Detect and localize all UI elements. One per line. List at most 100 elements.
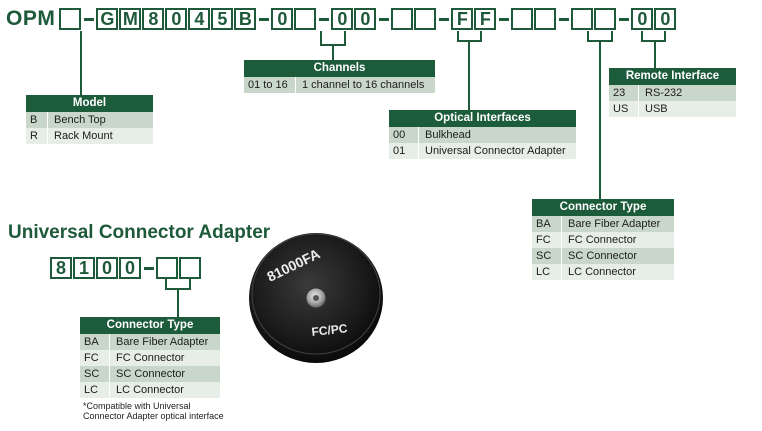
connector-line — [480, 31, 482, 41]
optical-interfaces-table: Optical Interfaces 00 Bulkhead 01 Universal… — [389, 110, 576, 159]
table-title: Channels — [244, 60, 435, 77]
channel-box-empty — [294, 8, 317, 30]
dash — [319, 17, 330, 21]
dash — [559, 17, 570, 21]
remote-box-2 — [594, 8, 617, 30]
connector-line — [654, 40, 656, 68]
option-code: US — [609, 101, 639, 117]
table-title: Optical Interfaces — [389, 110, 576, 127]
connector-line — [641, 40, 666, 42]
option-description: Universal Connector Adapter — [425, 145, 566, 157]
option-code: LC — [80, 382, 110, 398]
adapter-heading: Universal Connector Adapter — [8, 222, 271, 243]
option-code: SC — [80, 366, 110, 382]
code-char-box: 0 — [331, 8, 354, 30]
option-description: USB — [645, 103, 668, 115]
connector-line — [177, 288, 179, 317]
option-code: R — [26, 128, 48, 144]
connector-line — [664, 31, 666, 41]
code-char-box: 0 — [354, 8, 377, 30]
code-char-box: 0 — [96, 257, 118, 279]
connector-line — [599, 40, 601, 199]
note-line-1: Compatible with Universal — [86, 401, 191, 411]
option-code: 00 — [389, 127, 419, 143]
connector-box-2 — [534, 8, 557, 30]
dash — [379, 17, 390, 21]
dash — [144, 266, 154, 270]
connector-adapter-image: 81000FA FC/PC — [249, 233, 383, 363]
connector-line — [641, 31, 643, 41]
option-description: Bulkhead — [425, 129, 471, 141]
optical-box-2 — [414, 8, 437, 30]
connector-line — [165, 279, 167, 289]
code-char-box: M — [119, 8, 142, 30]
code-char-box: 8 — [50, 257, 72, 279]
code-char-box: 0 — [654, 8, 677, 30]
connector-line — [468, 40, 470, 110]
option-description: Bare Fiber Adapter — [116, 336, 209, 348]
code-char-box: F — [474, 8, 497, 30]
code-char-box: 0 — [631, 8, 654, 30]
code-char-box: B — [234, 8, 257, 30]
code-char-box: 0 — [119, 257, 141, 279]
option-code: FC — [80, 350, 110, 366]
option-description: RS-232 — [645, 87, 683, 99]
dash — [259, 17, 270, 21]
option-description: Bench Top — [54, 114, 106, 126]
table-row: US USB — [609, 101, 736, 117]
connector-line — [587, 31, 589, 41]
dash — [439, 17, 450, 21]
connector-line — [344, 31, 346, 45]
dash — [619, 17, 630, 21]
compatibility-note: *Compatible with Universal Connector Ada… — [83, 401, 224, 421]
code-char-box: F — [451, 8, 474, 30]
table-row: SC SC Connector — [80, 366, 220, 382]
connector-line — [320, 31, 322, 45]
option-code: LC — [532, 264, 562, 280]
code-char-box: 5 — [211, 8, 234, 30]
remote-box-1 — [571, 8, 594, 30]
adapter-connector-box-1 — [156, 257, 178, 279]
code-char-box: 1 — [73, 257, 95, 279]
connector-line — [80, 31, 82, 95]
adapter-connector-box-2 — [179, 257, 201, 279]
option-code: 01 — [389, 143, 419, 159]
connector-line — [332, 44, 334, 60]
option-description: 1 channel to 16 channels — [302, 79, 425, 91]
option-description: Rack Mount — [54, 130, 113, 142]
connector-line — [457, 31, 459, 41]
code-char-box: 4 — [188, 8, 211, 30]
option-description: Bare Fiber Adapter — [568, 218, 661, 230]
code-char-box: 0 — [271, 8, 294, 30]
channel-code-boxes: 0 — [271, 8, 317, 30]
optical-box-1 — [391, 8, 414, 30]
option-description: SC Connector — [116, 368, 186, 380]
connector-line — [611, 31, 613, 41]
option-code: SC — [532, 248, 562, 264]
table-title: Model — [26, 95, 153, 112]
note-asterisk: * — [83, 401, 87, 411]
table-title: Remote Interface — [609, 68, 736, 85]
code-char-box: 0 — [165, 8, 188, 30]
note-line-2: Connector Adapter optical interface — [83, 411, 224, 421]
connector-box-1 — [511, 8, 534, 30]
